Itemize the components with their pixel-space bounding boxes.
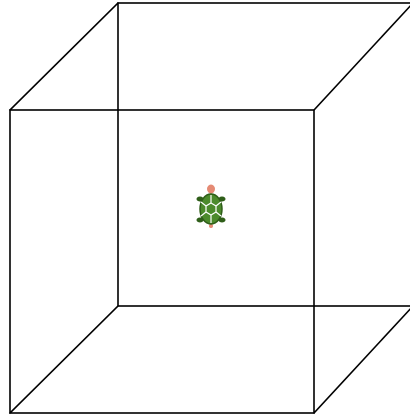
cube-edge-top-left <box>10 3 118 110</box>
turtle-icon <box>197 185 226 229</box>
cube-edge-top-right <box>314 3 410 110</box>
cube-back-face <box>118 3 410 306</box>
turtle-head <box>207 185 215 194</box>
cube-edge-bottom-right <box>314 306 410 413</box>
cube-edge-bottom-left <box>10 306 118 413</box>
